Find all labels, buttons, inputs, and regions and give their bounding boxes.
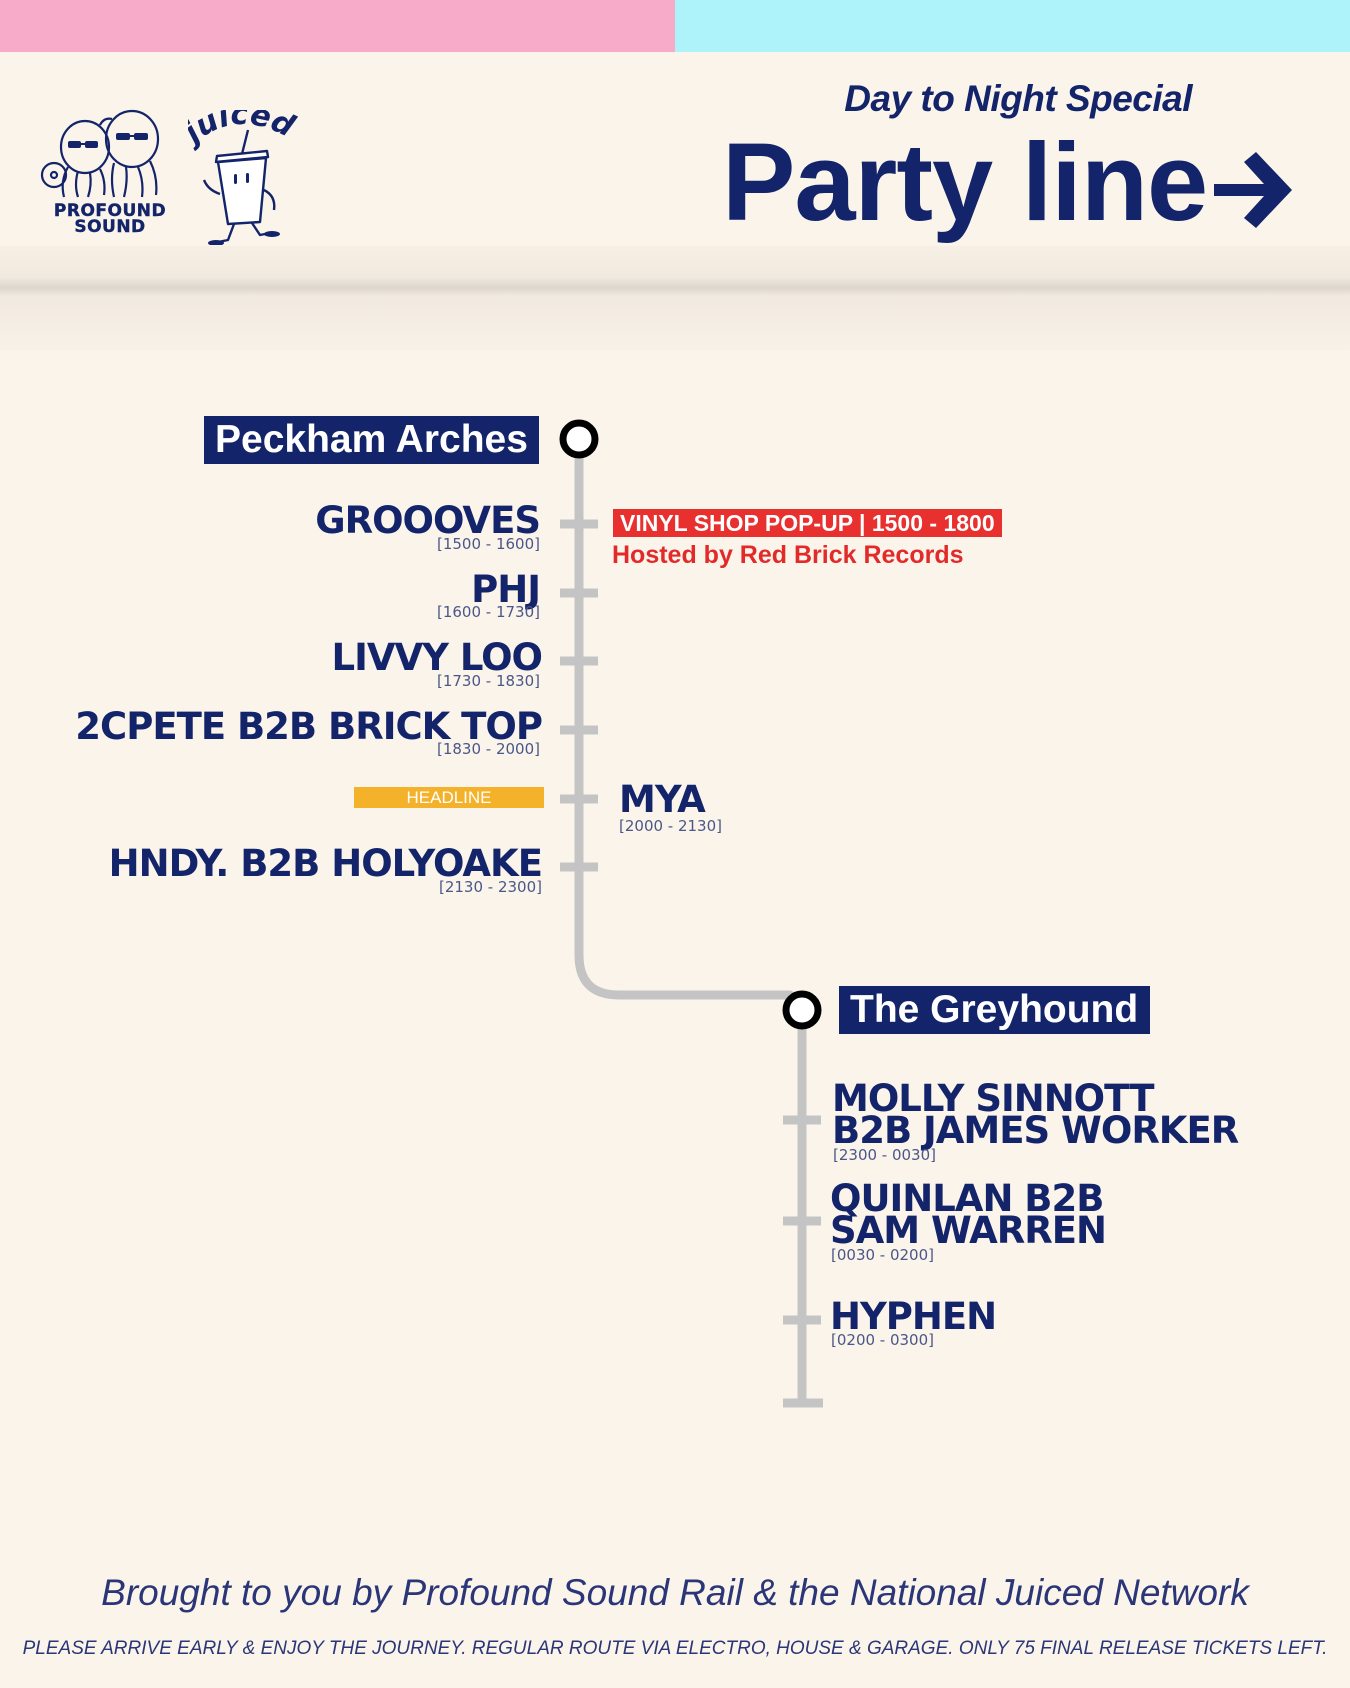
act-name: HYPHEN — [830, 1295, 997, 1338]
act-time: [1500 - 1600] — [436, 535, 540, 553]
act-name: SAM WARREN — [830, 1209, 1107, 1252]
act-name: MYA — [619, 778, 706, 821]
act-name: LIVVY LOO — [331, 636, 543, 679]
profound-sound-logo: PROFOUND SOUND — [40, 105, 180, 240]
headline-badge: HEADLINE — [354, 787, 544, 808]
station-circle-icon — [782, 990, 822, 1030]
subtitle: Day to Night Special — [844, 78, 1192, 119]
act-time: [2300 - 0030] — [833, 1146, 937, 1164]
faded-divider-band — [0, 246, 1350, 350]
arrow-right-icon — [1214, 152, 1292, 228]
jellyfish-dj-logo-icon — [40, 109, 160, 198]
top-bar-pink — [0, 0, 675, 52]
act-time: [2000 - 2130] — [619, 817, 723, 835]
act-time: [2130 - 2300] — [438, 878, 542, 896]
act-name: PHJ — [471, 568, 541, 611]
footer-credit: Brought to you by Profound Sound Rail & … — [101, 1572, 1249, 1613]
vinyl-popup-badge: VINYL SHOP POP-UP | 1500 - 1800 — [613, 509, 1002, 537]
act-name: MOLLY SINNOTT — [832, 1077, 1154, 1120]
station-the-greyhound: The Greyhound — [839, 986, 1150, 1034]
act-time: [1730 - 1830] — [436, 672, 540, 690]
page-title: Party line — [722, 121, 1208, 244]
top-bar-cyan — [675, 0, 1350, 52]
act-time: [0200 - 0300] — [831, 1331, 935, 1349]
profound-logo-text-1: PROFOUND — [53, 201, 167, 221]
act-name: QUINLAN B2B — [830, 1177, 1104, 1220]
footer-notice: PLEASE ARRIVE EARLY & ENJOY THE JOURNEY.… — [22, 1638, 1328, 1659]
act-name: 2CPETE B2B BRICK TOP — [75, 705, 543, 748]
act-name: GROOOVES — [315, 499, 541, 542]
station-circle-icon — [559, 419, 599, 459]
act-name: B2B JAMES WORKER — [832, 1109, 1239, 1152]
profound-logo-text-2: SOUND — [74, 217, 146, 237]
act-time: [0030 - 0200] — [831, 1246, 935, 1264]
act-name: HNDY. B2B HOLYOAKE — [108, 842, 543, 885]
route-line-peckham — [574, 435, 795, 1000]
act-time: [1830 - 2000] — [436, 740, 540, 758]
vinyl-popup-host: Hosted by Red Brick Records — [612, 541, 964, 569]
station-peckham-arches: Peckham Arches — [204, 416, 539, 464]
act-time: [1600 - 1730] — [436, 603, 540, 621]
